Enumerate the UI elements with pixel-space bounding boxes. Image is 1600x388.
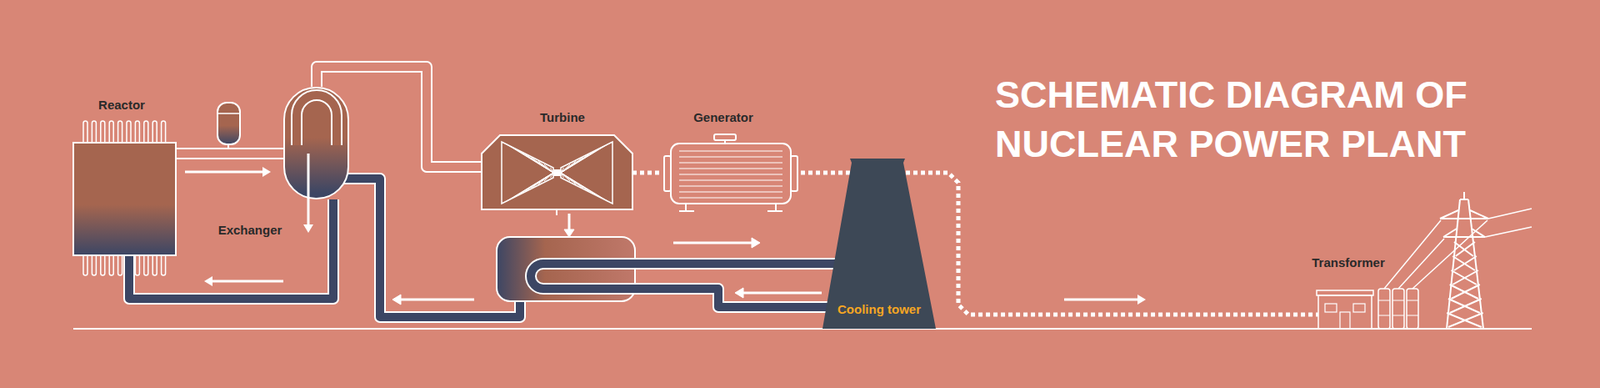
component-label: Transformer (1311, 255, 1385, 270)
transformer: Transformer (1318, 281, 1427, 329)
component-label: Reactor (98, 97, 145, 113)
pressurizer (217, 102, 240, 155)
steam-turbine: Turbine (481, 135, 633, 210)
arrow-head (1137, 294, 1146, 305)
steam-turbine-outline (481, 135, 633, 210)
transformer-outline (1318, 281, 1427, 329)
cooling-pipe (530, 263, 844, 307)
flow-arrow (392, 213, 822, 305)
reactor-core: Reactor (73, 142, 176, 255)
generator: Generator (660, 132, 801, 213)
component-label: Generator (693, 110, 754, 125)
component-label: Turbine (540, 110, 585, 125)
heat-exchanger: Exchanger (283, 86, 350, 200)
ground-line (73, 327, 1532, 330)
dotted-line (632, 170, 661, 175)
flow-arrow (185, 170, 264, 174)
pylon (1440, 191, 1489, 329)
pipe-core (175, 149, 284, 158)
reactor-core-outline (73, 142, 176, 255)
component-label: Cooling tower (837, 301, 921, 317)
pipe-connector (175, 153, 284, 177)
pipe-outline (175, 147, 284, 160)
arrow-head (262, 166, 271, 177)
power-wire (1384, 208, 1532, 289)
diagram-title: SCHEMATIC DIAGRAM OF NUCLEAR POWER PLANT (995, 70, 1570, 170)
cooling-tower: Cooling tower (822, 158, 936, 329)
heat-exchanger-outline (283, 86, 350, 200)
flow-arrow (1064, 298, 1139, 301)
generator-outline (660, 132, 801, 213)
arrow-head (204, 275, 213, 286)
power-line (632, 172, 661, 174)
flow-arrow (211, 280, 284, 283)
component-label: Exchanger (218, 222, 283, 238)
